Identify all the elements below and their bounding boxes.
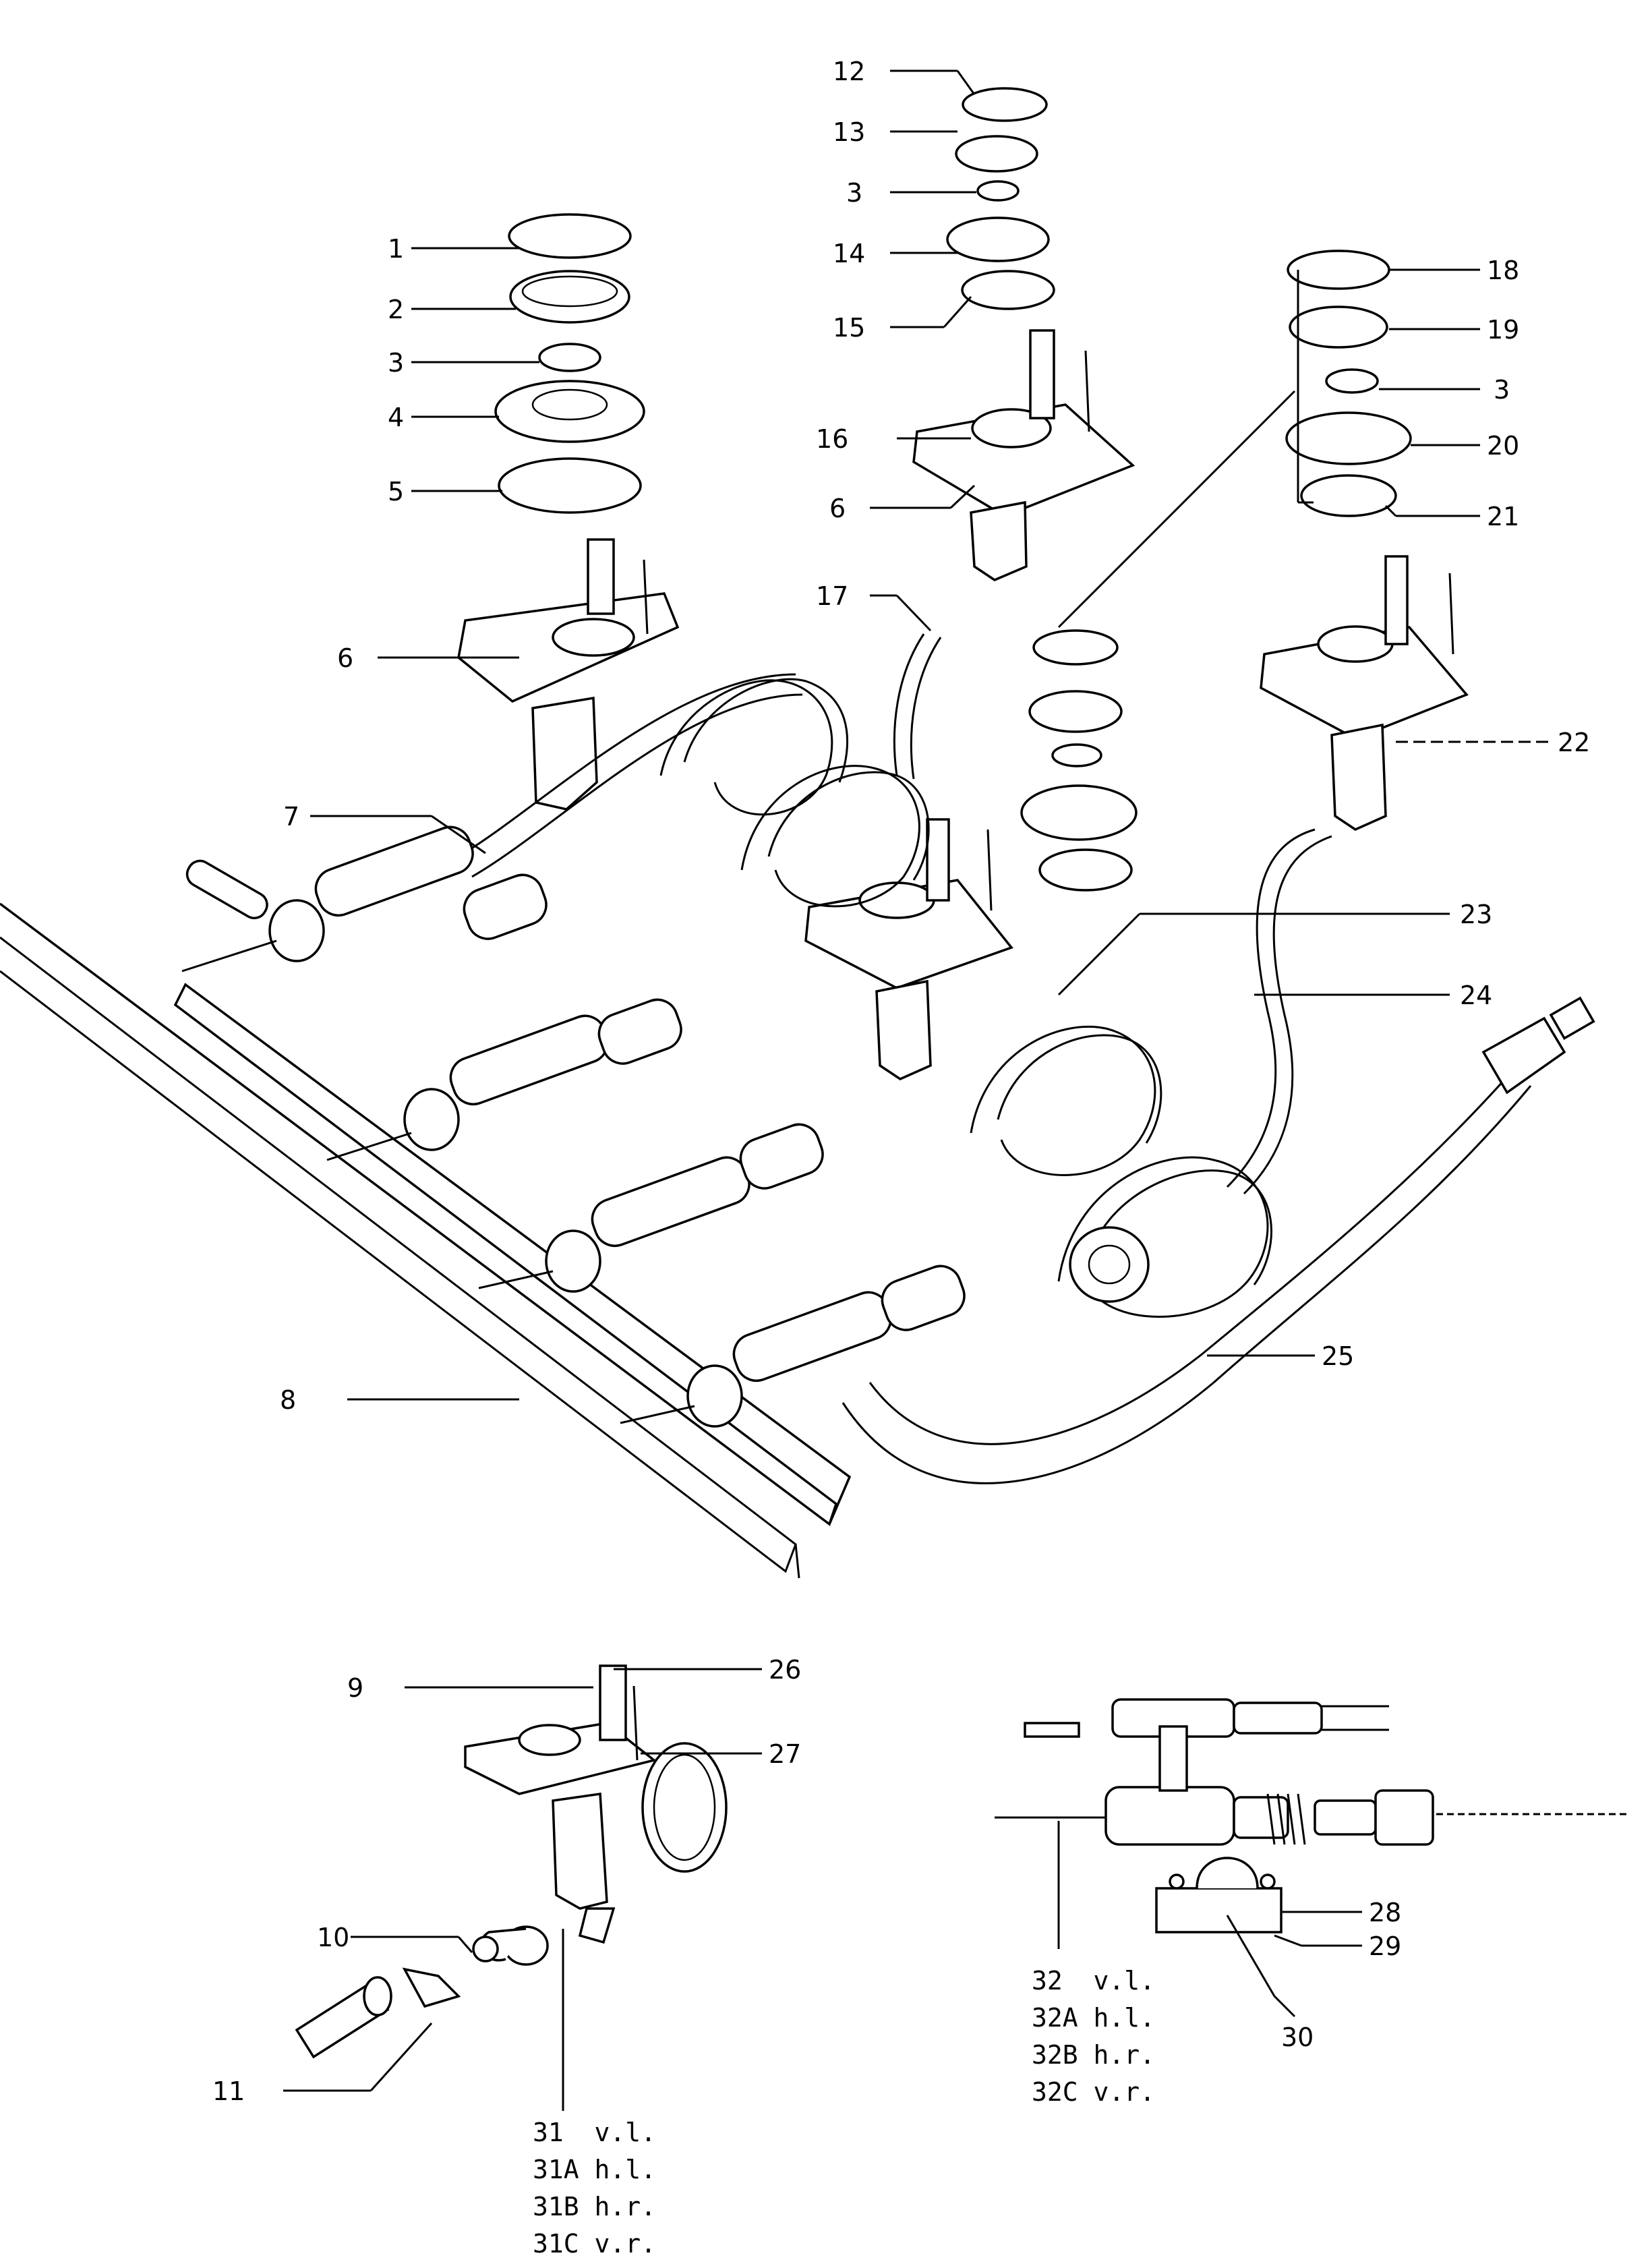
callout-21: 21 — [1487, 502, 1519, 531]
rail-8 — [0, 902, 852, 1579]
variant-list-31: 31 v.l. 31A h.l. 31B h.r. 31C v.r. — [533, 2118, 656, 2259]
ring-3c — [1325, 368, 1379, 394]
callout-17: 17 — [816, 581, 848, 611]
burner-base-4 — [494, 380, 645, 443]
variant-31-line-2: 31A h.l. — [533, 2155, 656, 2184]
burner-cap-12 — [962, 87, 1048, 122]
gasket-15 — [961, 270, 1055, 310]
burner-stack-centre — [1020, 629, 1138, 892]
callout-29: 29 — [1369, 1931, 1401, 1961]
callout-16: 16 — [816, 424, 848, 454]
burner-support-left — [457, 538, 680, 811]
callout-25: 25 — [1322, 1341, 1354, 1371]
variant-32-line-1: 32 v.l. — [1032, 1966, 1155, 1996]
callout-7: 7 — [283, 802, 299, 832]
callout-26: 26 — [769, 1655, 801, 1685]
callout-6b: 6 — [829, 494, 846, 523]
leader-lines — [283, 69, 1551, 2111]
callout-28: 28 — [1369, 1898, 1401, 1927]
variant-list-32: 32 v.l. 32A h.l. 32B h.r. 32C v.r. — [1032, 1966, 1155, 2107]
callout-10: 10 — [317, 1923, 349, 1952]
callout-3a: 3 — [388, 348, 404, 378]
callout-23: 23 — [1460, 900, 1492, 929]
variant-32-line-2: 32A h.l. — [1032, 2003, 1155, 2033]
callout-18: 18 — [1487, 256, 1519, 285]
burner-stack-left — [494, 213, 645, 514]
burner-base-20 — [1285, 411, 1412, 465]
callout-20: 20 — [1487, 431, 1519, 461]
callout-2: 2 — [388, 295, 404, 324]
burner-cap-18 — [1287, 250, 1390, 290]
callout-3c: 3 — [1494, 375, 1510, 405]
flame-ring-19 — [1289, 306, 1388, 349]
variant-31-line-1: 31 v.l. — [533, 2118, 656, 2147]
callout-14: 14 — [833, 239, 865, 268]
callout-4: 4 — [388, 403, 404, 432]
variant-32-line-3: 32B h.r. — [1032, 2040, 1155, 2070]
callout-15: 15 — [833, 313, 865, 343]
flame-ring-13 — [955, 135, 1038, 173]
callout-1: 1 — [388, 234, 404, 264]
burner-support-centre — [804, 818, 1013, 1080]
callout-3b: 3 — [846, 178, 862, 208]
burner-support-middle — [912, 329, 1136, 581]
detail-burner-holder — [295, 1664, 728, 2059]
burner-support-right — [1260, 555, 1469, 831]
ring-3a — [538, 343, 601, 372]
callout-30: 30 — [1281, 2023, 1314, 2052]
gasket-21 — [1300, 474, 1397, 517]
callout-5: 5 — [388, 477, 404, 506]
flame-ring-2 — [509, 270, 630, 324]
variant-31-line-4: 31C v.r. — [533, 2229, 656, 2259]
callout-27: 27 — [769, 1739, 801, 1769]
callout-12: 12 — [833, 57, 865, 86]
gas-taps — [181, 825, 966, 1428]
callout-6a: 6 — [337, 643, 353, 673]
callout-11: 11 — [212, 2076, 245, 2106]
callout-13: 13 — [833, 117, 865, 147]
gasket-5 — [498, 457, 642, 514]
callout-labels: 1 2 3 4 5 6 7 8 9 10 11 12 13 3 14 15 16… — [212, 57, 1590, 2106]
gas-pipes — [458, 633, 1595, 1484]
burner-cap-1 — [508, 213, 632, 259]
burner-stack-right — [1285, 250, 1412, 517]
ring-3b — [976, 180, 1020, 202]
variant-32-line-4: 32C v.r. — [1032, 2077, 1155, 2107]
coiled-pipes — [659, 678, 1272, 1318]
callout-9: 9 — [347, 1673, 363, 1703]
callout-19: 19 — [1487, 315, 1519, 345]
detail-valve-assembly — [995, 1698, 1628, 1933]
callout-24: 24 — [1460, 981, 1492, 1010]
callout-8: 8 — [280, 1385, 296, 1415]
burner-base-14 — [946, 216, 1050, 262]
burner-stack-middle — [946, 87, 1055, 310]
variant-31-line-3: 31B h.r. — [533, 2192, 656, 2221]
callout-22: 22 — [1558, 728, 1590, 757]
